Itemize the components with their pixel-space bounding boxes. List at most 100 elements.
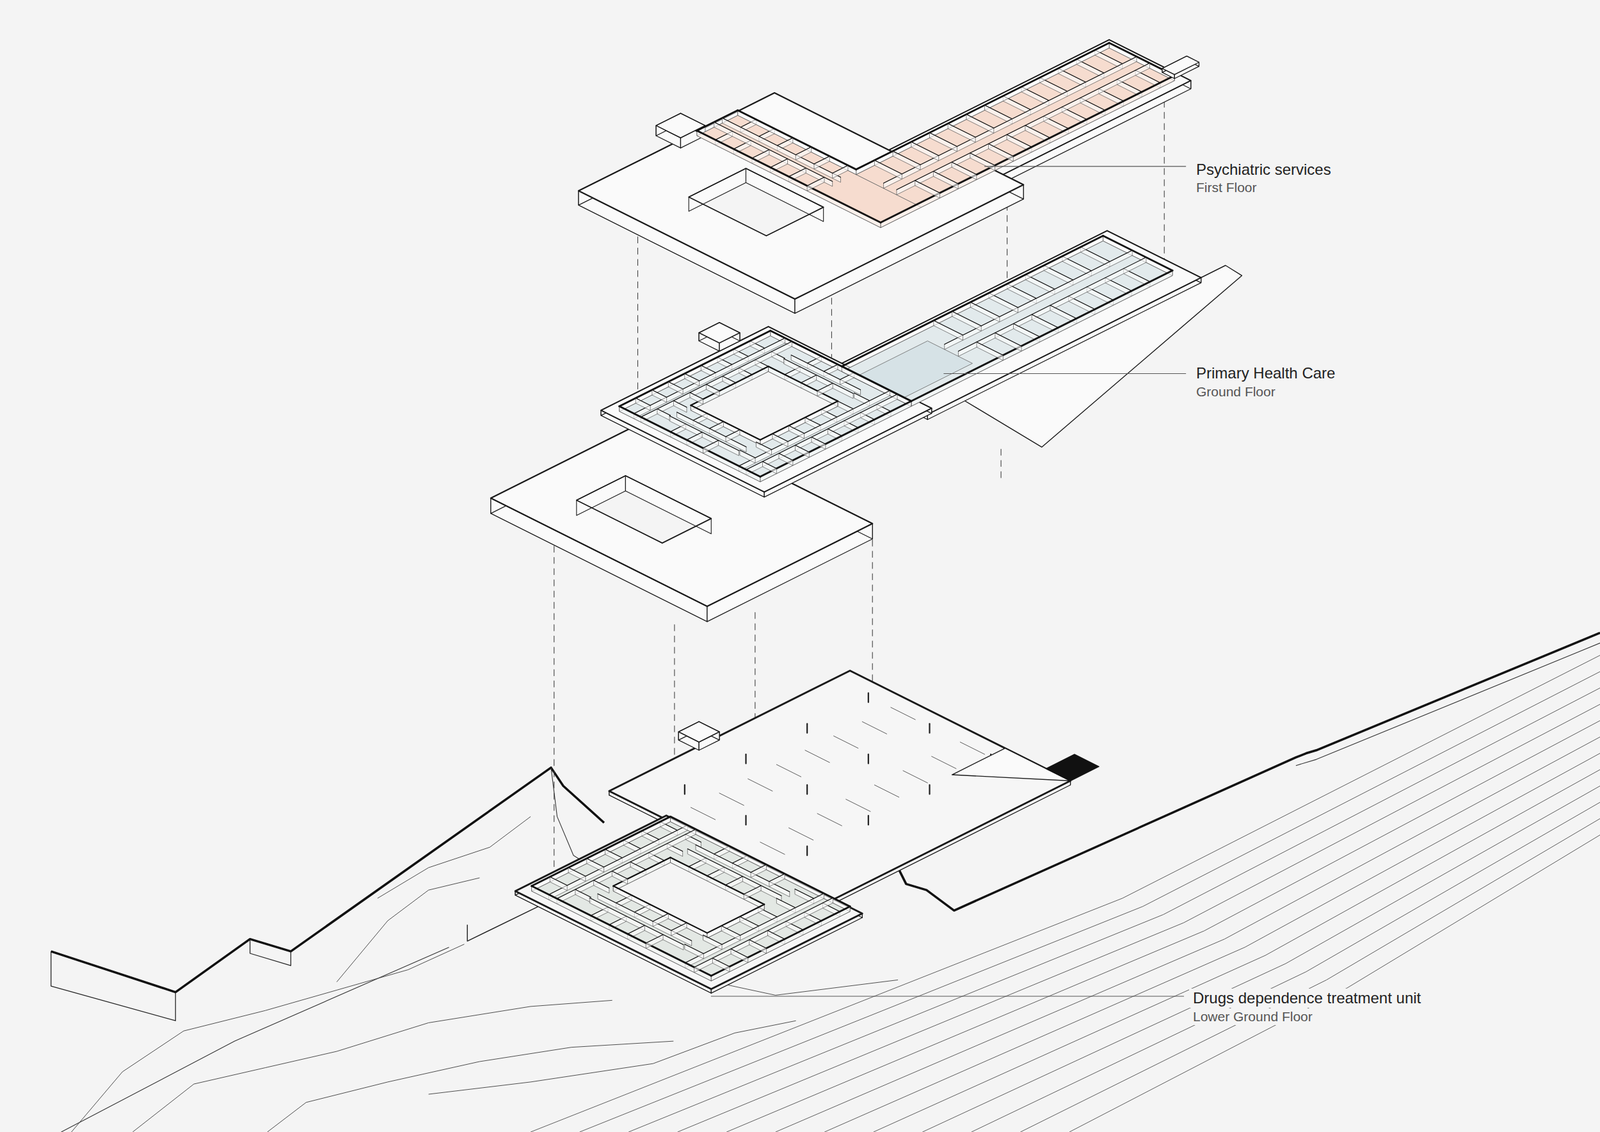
wall [995,332,1022,352]
wall-top [575,888,591,897]
terrain-line [377,816,531,898]
slab-top [1162,56,1199,75]
wall-top [619,406,761,477]
wall [856,42,1110,175]
wall-top [951,161,977,175]
wall-top [995,332,1022,347]
wall-top [593,880,610,888]
courtyard-void [576,475,712,543]
wall-top [743,885,761,894]
wall-top [988,144,1014,157]
wall-top [627,924,646,934]
ramp [952,748,1071,781]
wall-top [652,913,669,921]
alignment-line [1000,448,1002,480]
wall-top [670,856,765,904]
wall [807,177,825,191]
wall-top [746,394,898,470]
wall [696,130,881,228]
wall-top [767,929,785,939]
wall [772,433,788,447]
wall [832,165,848,178]
wall [684,944,704,959]
wall [814,156,830,169]
wall-top [760,401,912,477]
wall [689,392,704,404]
wall [958,257,1146,357]
column [744,815,747,825]
wall-top [739,916,759,927]
wall-top [752,149,770,159]
wall [695,844,790,896]
column [806,846,808,856]
parking-stall [690,807,715,820]
wall [1103,235,1173,276]
parking-stall [760,841,785,854]
wall-top [1006,134,1032,147]
parking-stall [788,827,813,840]
wall [778,453,793,466]
leader-line [711,995,1184,996]
floor-function-label: Primary Health Care [1192,363,1339,383]
contour-line [922,785,1600,1132]
wall [703,440,719,454]
wall [714,122,833,187]
wall [944,250,1133,350]
wall-top [776,897,795,908]
wall-top [1031,314,1058,328]
wall-top [970,152,996,166]
wall [951,161,977,180]
wall [593,880,610,893]
terrain-line [51,951,176,1021]
wall [619,330,771,412]
wall-top [695,844,790,891]
parking-stall [748,778,773,791]
wall [568,867,586,881]
wall [721,925,740,941]
column [867,815,870,825]
wall [896,63,1150,196]
wall [730,948,749,962]
wall-top [769,873,785,882]
wall-top [694,897,834,967]
terrain-edge [897,632,1600,911]
column [684,784,686,794]
wall-top [823,364,838,372]
wall [947,123,976,143]
wall [933,320,964,341]
wall-top [772,433,788,442]
wall [811,437,826,450]
wall-top [976,341,1003,356]
wall [657,408,671,420]
slab-top [515,815,863,989]
wall-top [933,320,964,336]
wall-top [711,906,850,976]
wall [671,922,687,936]
room-floor [531,821,850,981]
alignment-line [1164,89,1165,274]
wall-top [777,137,793,146]
contour-line [530,654,1600,1132]
wall-top [635,398,651,406]
wall [634,337,786,419]
wall [769,873,785,887]
terrain-line [250,938,292,966]
column [867,692,870,702]
wall-top [811,437,826,445]
wall-top [700,365,716,373]
wall-top [929,132,957,146]
parking-stall [719,792,744,806]
wall [880,75,1175,228]
wall-top [586,858,605,867]
wall-top [611,871,628,879]
wall [817,382,833,396]
wall-top [725,429,740,437]
wall-top [721,925,740,936]
leader-line [984,165,1186,167]
wall [611,871,628,884]
wall [597,893,692,946]
wall [652,913,669,927]
wall [929,132,957,152]
wall [795,147,811,160]
wall-top [817,383,833,392]
